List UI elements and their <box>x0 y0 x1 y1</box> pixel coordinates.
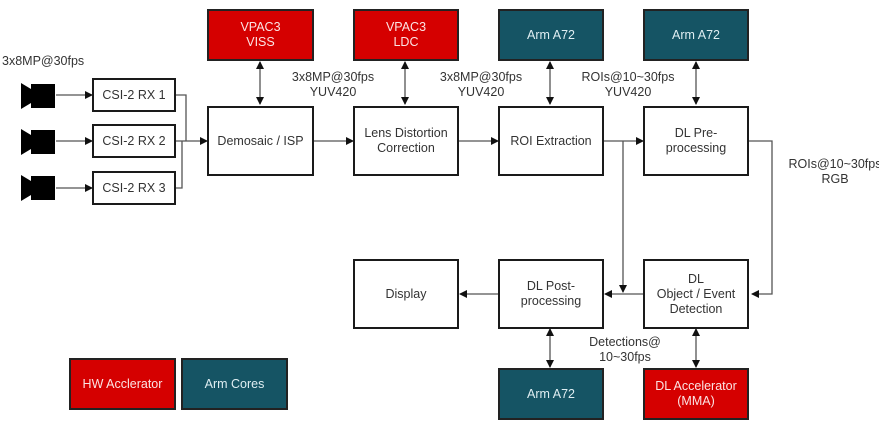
arm-a72-roi-block: Arm A72 <box>498 9 604 61</box>
lens-distortion-correction-block: Lens Distortion Correction <box>353 106 459 176</box>
vpac3-viss-block: VPAC3 VISS <box>207 9 314 61</box>
det-post-rate-label: Detections@ 10~30fps <box>589 335 661 364</box>
legend-hw-accelerator: HW Acclerator <box>69 358 176 410</box>
arm-a72-pre-block: Arm A72 <box>643 9 749 61</box>
demosaic-isp-block: Demosaic / ISP <box>207 106 314 176</box>
wire-csi1-merge <box>175 94 187 141</box>
csi-rx-2-block: CSI-2 RX 2 <box>92 124 176 158</box>
isp-ldc-rate-label: 3x8MP@30fps YUV420 <box>291 70 375 99</box>
dl-accelerator-mma-block: DL Accelerator (MMA) <box>643 368 749 420</box>
wire-csi3-merge <box>175 141 183 189</box>
roi-pre-rate-label: ROIs@10~30fps YUV420 <box>581 70 675 99</box>
vpac3-ldc-block: VPAC3 LDC <box>353 9 459 61</box>
roi-extraction-block: ROI Extraction <box>498 106 604 176</box>
dl-postprocessing-block: DL Post- processing <box>498 259 604 329</box>
pre-det-rate-label: ROIs@10~30fps RGB <box>788 157 879 186</box>
arm-a72-post-block: Arm A72 <box>498 368 604 420</box>
legend-arm-cores: Arm Cores <box>181 358 288 410</box>
camera-icon <box>21 175 55 201</box>
csi-rx-3-block: CSI-2 RX 3 <box>92 171 176 205</box>
dl-object-event-detection-block: DL Object / Event Detection <box>643 259 749 329</box>
input-rate-label: 3x8MP@30fps <box>2 54 85 68</box>
dl-preprocessing-block: DL Pre- processing <box>643 106 749 176</box>
camera-icon <box>21 129 55 155</box>
display-block: Display <box>353 259 459 329</box>
arrow-pre-det <box>749 140 773 298</box>
csi-rx-1-block: CSI-2 RX 1 <box>92 78 176 112</box>
ldc-roi-rate-label: 3x8MP@30fps YUV420 <box>439 70 523 99</box>
camera-icon <box>21 83 55 109</box>
